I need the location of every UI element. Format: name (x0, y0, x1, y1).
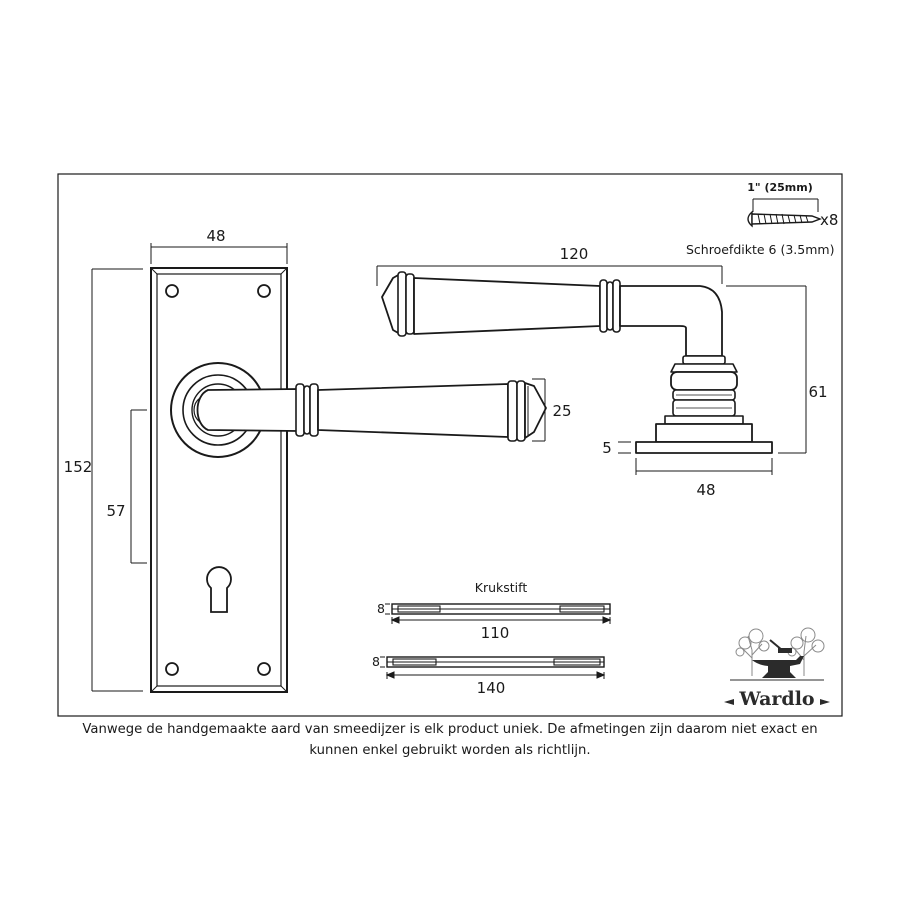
dim-plate-height (91, 268, 143, 692)
screw-icon (747, 210, 822, 228)
screw-hole-bottom-right (257, 662, 271, 676)
lever-side-view (381, 271, 773, 454)
keyhole (206, 566, 232, 613)
screw-hole-top-right (257, 284, 271, 298)
dim-plate-width (150, 243, 288, 264)
label-lever-height: 25 (552, 402, 571, 420)
dim-lever-height (532, 378, 546, 442)
dim-spindle-short (385, 603, 612, 624)
disclaimer-line-2: kunnen enkel gebruikt worden als richtli… (309, 743, 591, 758)
anvil-icon (752, 639, 804, 678)
label-spindle-short-thickness: 8 (377, 601, 385, 616)
dim-screw-length (752, 198, 819, 212)
label-rose-width: 48 (696, 481, 715, 499)
tree-icon (735, 627, 825, 676)
disclaimer-line-1: Vanwege de handgemaakte aard van smeedij… (82, 722, 818, 737)
dim-keyhole-centre (130, 409, 147, 564)
label-lever-length: 120 (560, 245, 589, 263)
dim-lever-length (376, 265, 723, 286)
screw-hole-top-left (165, 284, 179, 298)
screw-hole-bottom-left (165, 662, 179, 676)
brand-name: Wardlo (738, 688, 814, 710)
drawing-frame (57, 173, 843, 717)
disclaimer-text: Vanwege de handgemaakte aard van smeedij… (60, 719, 840, 761)
dim-spindle-long (380, 656, 606, 679)
label-spindle-long-thickness: 8 (372, 654, 380, 669)
lever-handle-front (193, 380, 547, 442)
label-spindle-long-length: 140 (477, 679, 506, 697)
label-spindle-short-length: 110 (481, 624, 510, 642)
label-screw-thickness: Schroefdikte 6 (3.5mm) (686, 242, 834, 257)
spindle-title: Krukstift (475, 580, 528, 595)
label-keyhole-centre: 57 (106, 502, 125, 520)
label-plate-width: 48 (206, 227, 225, 245)
spindle-long (386, 656, 605, 668)
label-projection: 61 (808, 383, 827, 401)
backplate (150, 267, 288, 693)
spindle-short (391, 603, 611, 615)
dim-projection (726, 285, 807, 454)
label-screw-quantity: x8 (820, 211, 838, 229)
label-plate-height: 152 (64, 458, 93, 476)
wardlo-logo: Wardlo (724, 627, 830, 710)
label-screw-length: 1" (25mm) (747, 181, 813, 194)
dim-rose-thickness (618, 441, 631, 454)
dim-rose-width (635, 458, 773, 475)
label-rose-thickness: 5 (602, 439, 612, 457)
